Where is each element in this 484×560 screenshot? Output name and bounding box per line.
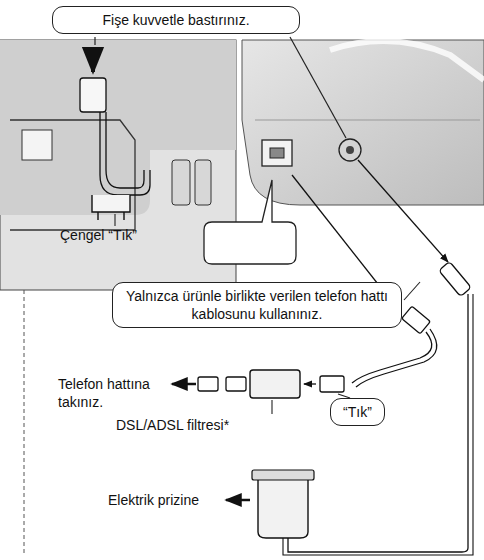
ac-adapter-part: [252, 470, 314, 480]
device-body-part: [255, 120, 480, 121]
callout-text: “Tık”: [343, 403, 372, 421]
dsl-filter-part: [250, 370, 300, 398]
inset-panel-part: [195, 160, 211, 205]
inset-panel-part: [172, 160, 190, 205]
part-label: Elektrik prizine: [108, 491, 199, 509]
filter-plug-part: [320, 376, 344, 392]
inset-plug-part: [100, 112, 150, 195]
telephone-cable-part: [352, 332, 432, 383]
cable-hook-part: [92, 195, 130, 220]
telephone-cable: [292, 175, 437, 387]
filter-plug: [304, 376, 350, 398]
dsl-filter-part: [198, 377, 218, 391]
callout-leader: [94, 37, 95, 45]
device-body: [242, 40, 484, 205]
inset-panel-part: [10, 120, 135, 230]
inset-plug-part: [106, 112, 144, 188]
telephone-cable-part: [402, 306, 431, 334]
hook-leader: [114, 214, 115, 226]
device-body-part: [330, 41, 484, 80]
telephone-jack-part: [262, 140, 292, 166]
telephone-jack-part: [270, 148, 284, 158]
power-cable: [283, 160, 473, 555]
dsl-filter: [172, 370, 300, 414]
power-cable-part: [439, 261, 472, 296]
callout-bubble: [204, 180, 296, 264]
inset-panel: [0, 40, 236, 290]
power-cable-part: [288, 294, 468, 552]
dc-jack-part: [339, 139, 361, 161]
part-label: Telefon hattına takınız.: [58, 375, 170, 411]
inset-plug-part: [91, 48, 95, 72]
telephone-cable-part: [404, 282, 420, 300]
inset-panel-part: [22, 130, 52, 160]
device-body-part: [242, 40, 484, 205]
inset-plug: [80, 48, 150, 195]
dc-jack-part: [346, 146, 354, 154]
dsl-filter-part: [271, 400, 272, 414]
power-cable-part: [358, 160, 448, 262]
ac-adapter-part: [226, 499, 250, 502]
telephone-jack: [262, 140, 292, 166]
part-label: Çengel “Tık”: [60, 226, 137, 244]
ac-adapter: [226, 470, 314, 538]
dc-jack: [339, 139, 361, 161]
callout-text: Yalnızca ürünle birlikte verilen telefon…: [123, 287, 391, 323]
callout-leader: [290, 37, 346, 138]
filter-plug-part: [304, 383, 316, 384]
callout-box: Fişe kuvvetle bastırınız.: [52, 6, 300, 34]
inset-panel-part: [0, 40, 236, 215]
cable-hook: [92, 195, 130, 220]
ac-adapter-part: [258, 478, 308, 538]
dsl-filter-part: [172, 383, 196, 386]
dsl-filter-part: [226, 377, 246, 391]
callout-box: Yalnızca ürünle birlikte verilen telefon…: [112, 282, 402, 328]
callout-box: “Tık”: [330, 398, 385, 426]
inset-panel-part: [0, 40, 236, 290]
power-cable-part: [283, 294, 473, 555]
inset-plug-part: [80, 78, 106, 112]
inset-guide-line: [24, 290, 25, 556]
callout-text: Fişe kuvvetle bastırınız.: [102, 11, 249, 29]
part-label: DSL/ADSL filtresi*: [116, 416, 229, 434]
telephone-cable-part: [356, 329, 437, 387]
